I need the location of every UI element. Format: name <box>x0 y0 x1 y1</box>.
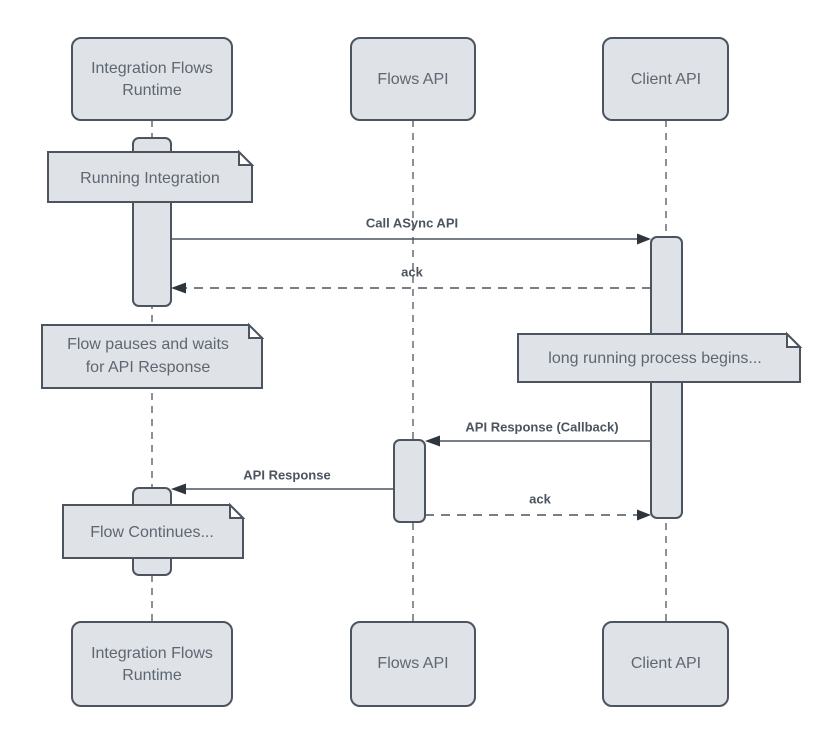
participant-footer-flows-api[interactable]: Flows API <box>350 621 476 707</box>
message-api-response[interactable]: API Response <box>171 467 394 495</box>
arrowhead-left-ack-1 <box>171 282 186 294</box>
note-shape-running-integration[interactable] <box>47 151 253 203</box>
message-ack-1[interactable]: ack <box>171 264 651 294</box>
participant-box-client-api[interactable] <box>602 37 729 121</box>
note-label-long-running-process: long running process begins... <box>548 350 761 367</box>
note-long-running-process[interactable]: long running process begins... <box>517 331 803 383</box>
message-api-response-callback[interactable]: API Response (Callback) <box>425 419 651 447</box>
activation-flows-api-1[interactable] <box>393 439 426 523</box>
participant-label-integration-flows-runtime-line1: Integration Flows <box>91 60 213 77</box>
participant-footer-client-api[interactable]: Client API <box>602 621 729 707</box>
participant-label-client-api: Client API <box>631 71 701 88</box>
arrowhead-left-api-response <box>171 483 186 495</box>
note-running-integration[interactable]: Running Integration <box>47 149 255 203</box>
message-label-api-response-callback: API Response (Callback) <box>465 419 618 434</box>
participant-label-footer-integration-flows-runtime-line2: Runtime <box>122 667 182 684</box>
message-ack-2[interactable]: ack <box>425 491 651 521</box>
note-fold-icon-flow-continues <box>229 502 246 519</box>
note-fold-icon-flow-pauses <box>248 322 265 339</box>
participant-label-flows-api: Flows API <box>377 71 448 88</box>
participant-box-footer-flows-api[interactable] <box>350 621 476 707</box>
note-shape-flow-continues[interactable] <box>62 504 244 559</box>
message-label-ack-1: ack <box>401 264 423 279</box>
participant-label-integration-flows-runtime-line2: Runtime <box>122 82 182 99</box>
participant-header-flows-api[interactable]: Flows API <box>350 37 476 121</box>
participant-label-footer-flows-api: Flows API <box>377 655 448 672</box>
participant-box-integration-flows-runtime[interactable] <box>71 37 233 121</box>
note-label-flow-continues: Flow Continues... <box>90 524 214 541</box>
message-label-api-response: API Response <box>243 467 330 482</box>
note-label-flow-pauses-line1: Flow pauses and waits <box>67 336 229 353</box>
message-label-ack-2: ack <box>529 491 551 506</box>
arrowhead-right-call-async-api <box>637 233 651 245</box>
participant-header-integration-flows-runtime[interactable]: Integration Flows Runtime <box>71 37 233 121</box>
arrowhead-right-ack-2 <box>637 509 651 521</box>
note-flow-continues[interactable]: Flow Continues... <box>62 502 246 559</box>
participant-header-client-api[interactable]: Client API <box>602 37 729 121</box>
note-flow-pauses[interactable]: Flow pauses and waits for API Response <box>41 322 265 389</box>
message-label-call-async-api: Call ASync API <box>366 215 458 230</box>
message-call-async-api[interactable]: Call ASync API <box>171 215 651 245</box>
note-label-running-integration: Running Integration <box>80 170 220 187</box>
participant-box-footer-client-api[interactable] <box>602 621 729 707</box>
note-shape-long-running-process[interactable] <box>517 333 801 383</box>
participant-footer-integration-flows-runtime[interactable]: Integration Flows Runtime <box>71 621 233 707</box>
note-shape-flow-pauses[interactable] <box>41 324 263 389</box>
participant-label-footer-integration-flows-runtime-line1: Integration Flows <box>91 645 213 662</box>
note-fold-icon-running-integration <box>238 149 255 166</box>
participant-box-footer-integration-flows-runtime[interactable] <box>71 621 233 707</box>
participant-label-footer-client-api: Client API <box>631 655 701 672</box>
note-label-flow-pauses-line2: for API Response <box>86 359 211 376</box>
arrowhead-left-api-response-callback <box>425 435 440 447</box>
participant-box-flows-api[interactable] <box>350 37 476 121</box>
note-fold-icon-long-running-process <box>786 331 803 348</box>
